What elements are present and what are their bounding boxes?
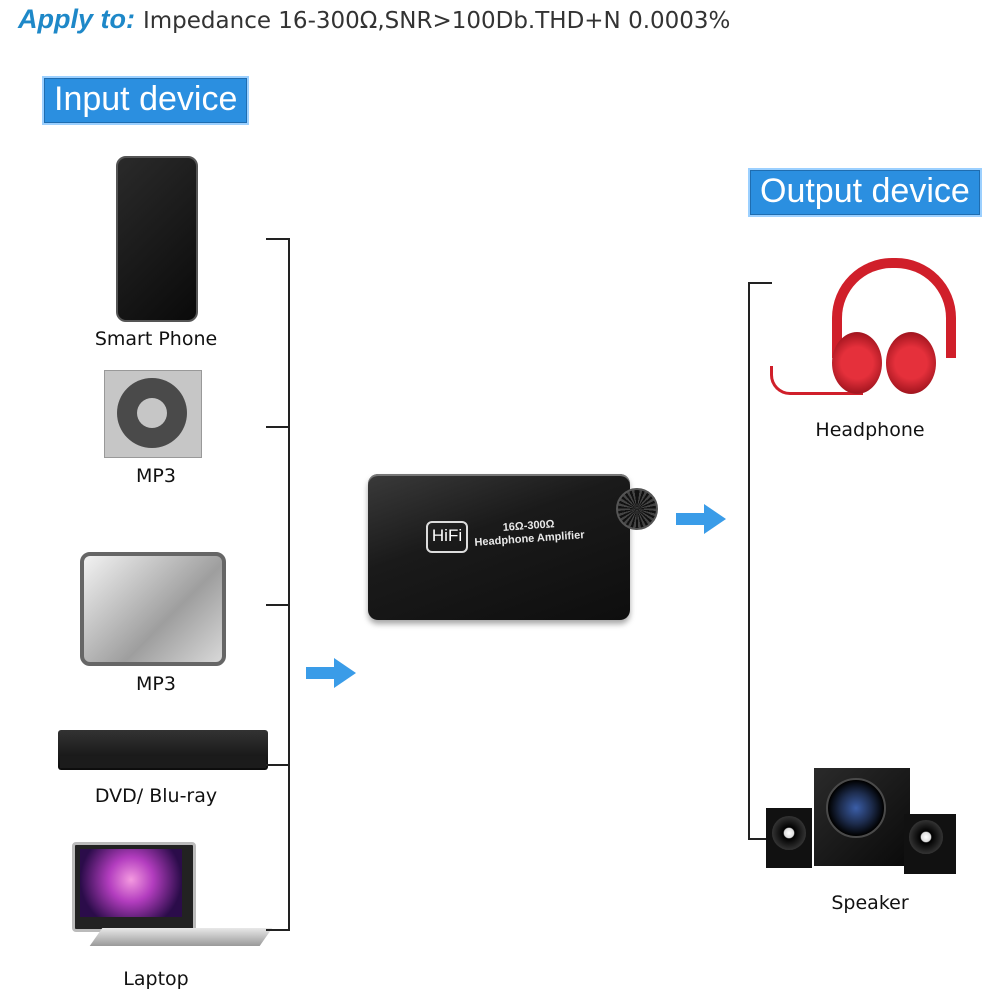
dvd-player-front-panel [60,756,266,768]
label-laptop: Laptop [123,968,189,990]
cassette-player-image [80,552,226,666]
label-headphone: Headphone [815,419,925,441]
headphone-right-cup-icon [886,332,936,394]
hifi-badge: HiFi [426,521,468,553]
subwoofer-cone-icon [826,778,886,838]
apply-to-line: Apply to: Impedance 16-300Ω,SNR>100Db.THD… [18,4,730,35]
output-device-tag: Output device [748,168,982,217]
spec-text: Impedance 16-300Ω,SNR>100Db.THD+N 0.0003… [142,8,731,34]
apply-to-label: Apply to: [18,4,135,34]
headphone-band [832,258,956,358]
output-bracket-line [748,282,750,840]
label-dvd-bluray: DVD/ Blu-ray [94,785,218,807]
input-device-tag: Input device [42,76,250,125]
input-bracket-line [288,238,290,930]
label-mp3-2: MP3 [136,673,176,695]
input-bracket-tick-dvd [266,764,290,766]
laptop-wallpaper [80,849,182,917]
mp3-center-button-icon [137,398,167,428]
smart-phone-image [116,156,198,322]
input-bracket-tick-phone [266,238,290,240]
arrow-right-icon-output [676,504,726,534]
output-bracket-tick-headphone [748,282,772,284]
input-bracket-tick-mp3-2 [266,604,290,606]
headphone-cord [770,366,863,395]
input-bracket-tick-mp3-1 [266,426,290,428]
left-speaker-cone-icon [772,816,806,850]
label-speaker: Speaker [831,892,909,914]
laptop-keyboard-base [89,928,273,946]
label-mp3-1: MP3 [136,465,176,487]
headphone-amplifier-image [368,474,630,620]
right-speaker-cone-icon [909,820,943,854]
headphone-left-cup-icon [832,332,882,394]
arrow-right-icon-input [306,658,356,688]
output-bracket-tick-speaker [748,838,772,840]
volume-knob-icon [616,488,658,530]
input-bracket-tick-laptop [266,929,290,931]
label-smart-phone: Smart Phone [94,328,218,350]
